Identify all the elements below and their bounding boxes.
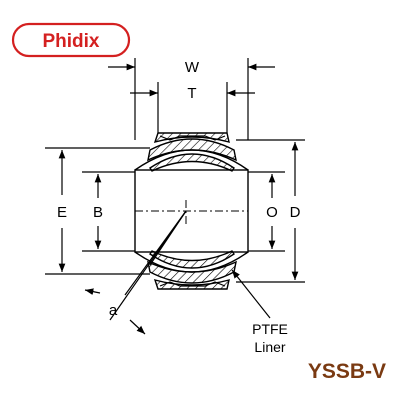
dimension-label-o: O (266, 204, 278, 221)
dimension-d (236, 139, 305, 283)
liner-label-line2: Liner (254, 339, 285, 355)
dimension-label-t: T (187, 85, 196, 102)
dimension-e (45, 147, 150, 275)
width-dimension-lines (108, 58, 275, 140)
dimension-label-a: a (109, 302, 118, 319)
centerlines (135, 200, 248, 225)
brand-name: Phidix (42, 31, 99, 52)
phidix-logo: Phidix (11, 22, 131, 58)
model-label: YSSB-V (308, 360, 386, 383)
inner-ball (134, 149, 249, 273)
dimension-b (82, 171, 135, 252)
dimension-o (248, 171, 285, 252)
liner-label-line1: PTFE (252, 321, 288, 337)
dimension-label-w: W (185, 59, 200, 76)
dimension-label-e: E (57, 204, 67, 221)
liner-leader (231, 269, 271, 319)
dimension-label-b: B (93, 204, 103, 221)
angle-lines (84, 210, 187, 335)
dimension-label-d: D (290, 204, 301, 221)
